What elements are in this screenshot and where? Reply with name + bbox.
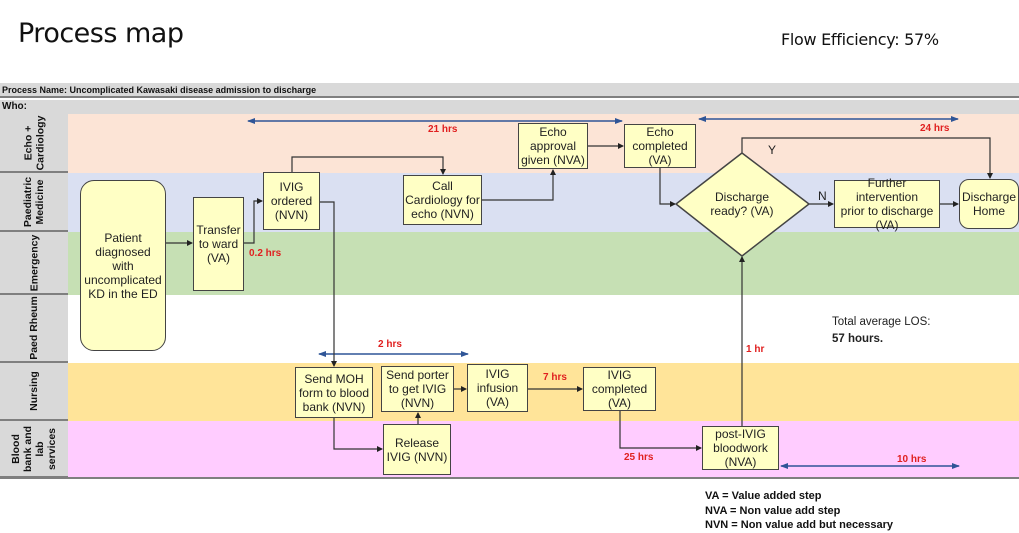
legend-nva: NVA = Non value add step [705, 504, 841, 517]
arrow-discharge-ready-yes [741, 137, 993, 179]
arrow-send-moh-to-release [333, 418, 383, 452]
flow-efficiency: Flow Efficiency: 57% [781, 30, 939, 49]
duration-24hrs: 24 hrs [920, 123, 950, 134]
duration-2hrs: 2 hrs [378, 339, 402, 350]
step-post-ivig-bloodwork: post-IVIG bloodwork (NVA) [702, 426, 779, 470]
process-name-bar: Process Name: Uncomplicated Kawasaki dis… [0, 83, 1019, 98]
step-discharge-ready: Discharge ready? (VA) [710, 190, 774, 218]
step-ivig-ordered: IVIG ordered (NVN) [263, 172, 320, 230]
step-send-moh-form: Send MOH form to blood bank (NVN) [295, 367, 373, 418]
step-discharge-home: Discharge Home [959, 179, 1019, 229]
duration-25hrs: 25 hrs [624, 452, 654, 463]
duration-0-2hrs: 0.2 hrs [249, 248, 282, 259]
lane-paed-rheum [68, 295, 1019, 363]
decision-yes-label: Y [768, 143, 777, 157]
step-transfer-to-ward: Transfer to ward (VA) [193, 197, 244, 291]
discharge-ready-diamond [674, 152, 811, 257]
legend-nvn: NVN = Non value add but necessary [705, 519, 893, 531]
decision-no-label: N [818, 189, 827, 203]
arrow-completed-to-post-ivig [619, 411, 702, 451]
step-ivig-infusion: IVIG infusion (VA) [467, 364, 528, 412]
bottom-border [0, 477, 1019, 479]
arrow-ivig-ordered-to-call-cardiology [291, 156, 446, 175]
arrow-transfer-to-ivig-ordered [244, 198, 263, 244]
lane-nursing [68, 363, 1019, 421]
total-los: Total average LOS: 57 hours. [832, 314, 930, 348]
arrow-ivig-ordered-to-send-moh [320, 201, 337, 367]
arrow-call-cardiology-to-echo-approval [482, 169, 556, 201]
step-call-cardiology: Call Cardiology for echo (NVN) [403, 175, 482, 225]
arrow-echo-completed-to-discharge-ready [659, 168, 676, 207]
lane-label-paed-med: Paediatric Medicine [0, 173, 68, 232]
step-release-ivig: Release IVIG (NVN) [383, 424, 451, 475]
legend-va: VA = Value added step [705, 490, 822, 502]
step-ivig-completed: IVIG completed (VA) [583, 367, 656, 411]
step-echo-completed: Echo completed (VA) [624, 124, 696, 168]
duration-10hrs: 10 hrs [897, 454, 927, 465]
step-further-intervention: Further intervention prior to discharge … [834, 176, 940, 232]
duration-7hrs: 7 hrs [543, 372, 567, 383]
legend: VA = Value added step NVA = Non value ad… [705, 489, 893, 533]
duration-1hr: 1 hr [746, 344, 765, 355]
los-label: Total average LOS: [832, 316, 931, 328]
los-value: 57 hours. [832, 333, 884, 345]
step-send-porter: Send porter to get IVIG (NVN) [381, 366, 454, 412]
duration-21hrs: 21 hrs [428, 124, 458, 135]
page-title: Process map [18, 18, 184, 49]
lane-label-emergency: Emergency [0, 232, 68, 295]
lane-label-paed-rheum: Paed Rheum [0, 295, 68, 363]
step-patient-diagnosed: Patient diagnosed with uncomplicated KD … [80, 180, 166, 351]
step-echo-approval: Echo approval given (NVA) [518, 123, 588, 169]
lane-label-echo: Echo + Cardiology [0, 114, 68, 173]
who-bar: Who: [0, 100, 1019, 114]
lane-label-nursing: Nursing [0, 363, 68, 421]
